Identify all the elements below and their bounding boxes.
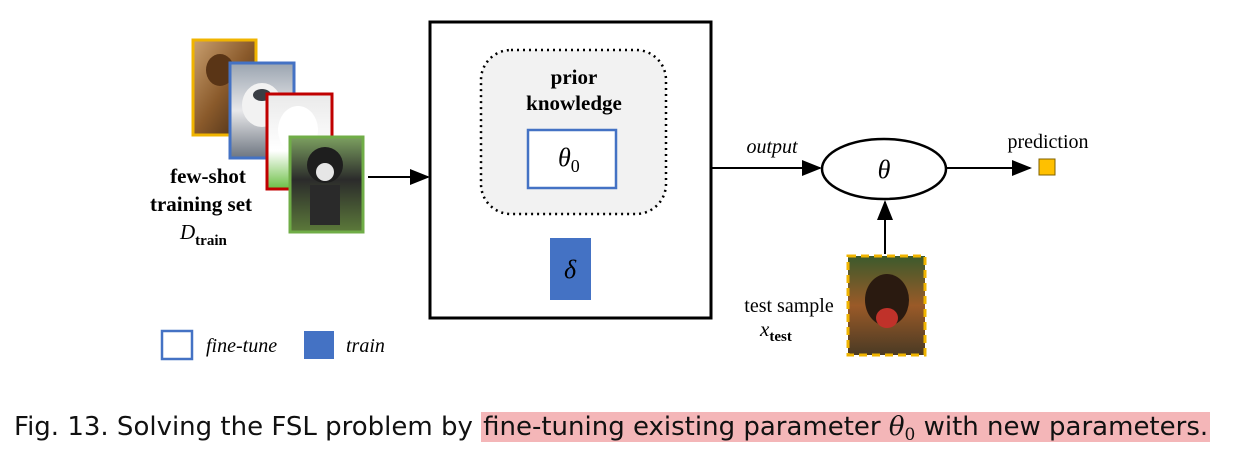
theta0-box: [526, 128, 618, 190]
caption-prefix: Fig. 13. Solving the FSL problem by: [14, 412, 482, 442]
legend-train-label: train: [346, 335, 385, 357]
model-box: [428, 20, 713, 320]
test-image: [846, 254, 927, 357]
prediction-label: prediction: [1007, 131, 1088, 153]
legend-train-swatch: [304, 331, 334, 359]
training-image-4: [288, 135, 365, 234]
legend-finetune-swatch: [160, 329, 194, 361]
training-set-symbol: Dtrain: [179, 220, 227, 249]
prior-knowledge-label-line1: prior: [551, 65, 598, 89]
training-set-label-line1: few-shot: [170, 164, 246, 188]
caption-theta: θ0: [888, 412, 916, 445]
caption-highlight: fine-tuning existing parameter θ0 with n…: [481, 412, 1211, 445]
test-sample-label: test sample: [744, 295, 834, 317]
theta0-symbol: θ0: [558, 143, 580, 176]
figure-caption: Fig. 13. Solving the FSL problem by fine…: [14, 412, 1211, 445]
output-label: output: [746, 136, 798, 158]
training-set-label-line2: training set: [150, 192, 252, 216]
prior-knowledge-label-line2: knowledge: [526, 91, 622, 115]
delta-box: [550, 238, 591, 300]
legend-finetune-label: fine-tune: [206, 335, 277, 357]
prediction-square: [1038, 158, 1056, 176]
delta-symbol: δ: [564, 255, 577, 284]
test-sample-symbol: xtest: [759, 317, 792, 345]
caption-highlight-suffix: with new parameters.: [915, 412, 1209, 442]
theta-symbol: θ: [878, 155, 891, 184]
fsl-diagram: few-shot training set Dtrain prior knowl…: [150, 20, 1089, 361]
caption-highlight-text: fine-tuning existing parameter: [483, 412, 889, 442]
